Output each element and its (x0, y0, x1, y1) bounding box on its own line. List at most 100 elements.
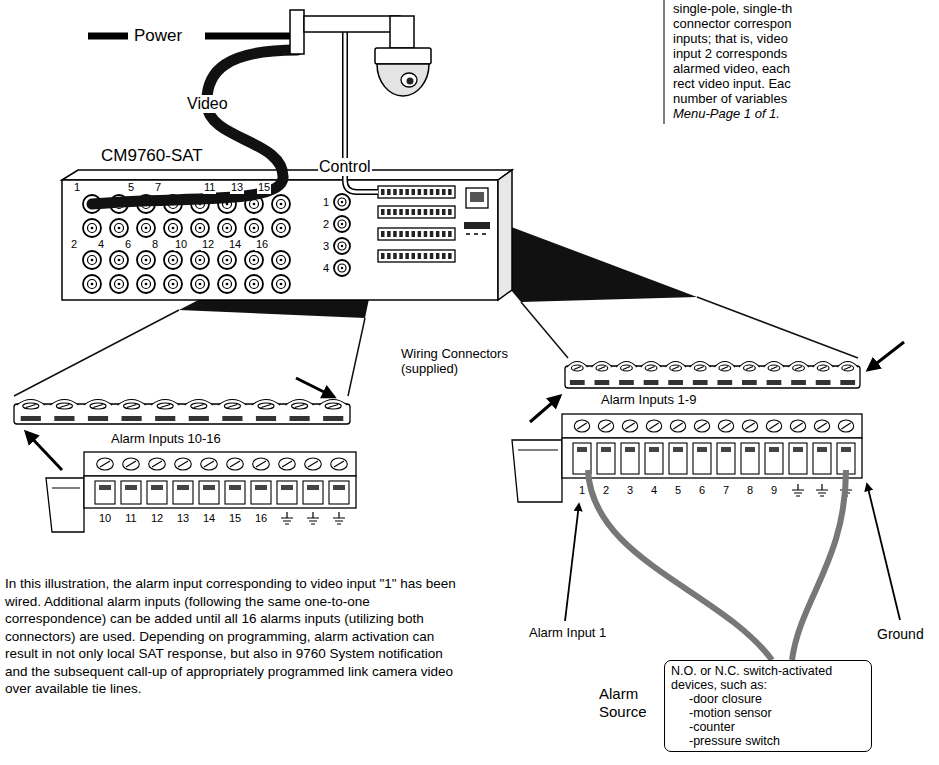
bnc-connector (145, 227, 148, 230)
terminal-screw (793, 365, 805, 371)
terminal-slot (573, 443, 591, 474)
bnc-connector (223, 224, 232, 233)
terminal-screw (258, 403, 274, 409)
terminal-strip (430, 253, 434, 259)
bnc-connector (226, 227, 229, 230)
connector-label: Alarm Inputs 10-16 (110, 432, 222, 447)
terminal-screw (224, 403, 240, 409)
terminal-slot (721, 447, 731, 452)
terminal-slot (841, 447, 851, 452)
terminal-slot (177, 485, 189, 490)
terminal-strip (393, 231, 397, 237)
ground-symbol (816, 484, 828, 496)
bnc-connector (110, 275, 128, 293)
terminal-screw (194, 405, 204, 408)
terminal-screw (256, 461, 266, 467)
plug-opening (644, 380, 659, 385)
device-box: Alarm SourceN.O. or N.C. switch-activate… (664, 660, 872, 752)
input-number: 2 (70, 238, 78, 251)
terminal-slot (199, 481, 219, 504)
plug-opening (816, 380, 831, 385)
receptacle-top (84, 452, 356, 476)
data-jack (470, 192, 484, 202)
bnc-connector (226, 259, 229, 262)
callout-label: Alarm Input 1 (528, 626, 607, 641)
terminal-strip (424, 209, 428, 215)
terminal-screw (817, 365, 829, 371)
terminal-screw (769, 423, 778, 429)
terminal-screw (93, 405, 103, 408)
terminal-strip (412, 253, 416, 259)
bnc-connector (253, 259, 256, 262)
terminal-screw (26, 405, 36, 408)
terminal-screw (622, 420, 637, 432)
callout-line (14, 310, 365, 396)
bnc-connector (341, 245, 343, 247)
terminal-screw (305, 458, 322, 470)
plug-opening (570, 380, 585, 385)
terminal-number: 12 (150, 512, 164, 525)
input-number: 15 (257, 181, 271, 194)
terminal-screw (718, 420, 733, 432)
bnc-connector (338, 220, 346, 228)
input-number: 11 (203, 181, 216, 194)
terminal-strip (424, 231, 428, 237)
bnc-connector (172, 227, 175, 230)
mount-arm (304, 16, 400, 32)
bnc-connector (172, 259, 175, 262)
terminal-slot (621, 443, 639, 474)
terminal-strip (436, 209, 440, 215)
terminal-number: 16 (254, 512, 268, 525)
terminal-slot (793, 447, 803, 452)
terminal-strip (442, 209, 446, 215)
ground-symbol (792, 484, 804, 496)
plug-opening (290, 416, 310, 421)
bnc-connector (280, 227, 283, 230)
alarm-wire (588, 470, 772, 660)
receptacle-front (562, 438, 862, 478)
receptacle-flange (52, 488, 80, 489)
bnc-connector (83, 275, 101, 293)
terminal-screw (746, 367, 753, 370)
bnc-connector (334, 260, 350, 276)
terminal-screw (596, 365, 608, 371)
bnc-connector (334, 216, 350, 232)
terminal-screw (625, 423, 634, 429)
terminal-screw (673, 423, 682, 429)
box-heading: Alarm Source (599, 685, 657, 721)
plug-opening (595, 380, 610, 385)
terminal-screw (571, 365, 583, 371)
input-number: 7 (154, 181, 162, 194)
bnc-connector (145, 283, 148, 286)
terminal-screw (282, 461, 292, 467)
terminal-screw (670, 420, 685, 432)
terminal-screw (770, 367, 777, 370)
plug-opening (256, 416, 276, 421)
terminal-screw (838, 420, 853, 432)
bnc-connector (226, 283, 229, 286)
bnc-connector (253, 227, 256, 230)
bnc-connector (196, 256, 205, 265)
terminal-number: 6 (698, 484, 706, 497)
terminal-screw (742, 420, 757, 432)
terminal-screw (719, 365, 731, 371)
terminal-strip (387, 253, 391, 259)
terminal-strip (430, 209, 434, 215)
insert-arrow (296, 378, 334, 397)
bnc-connector (341, 267, 343, 269)
leader-arrow (565, 504, 579, 621)
plug-opening (222, 416, 242, 421)
terminal-strip (418, 209, 422, 215)
receptacle-flange (512, 440, 562, 502)
terminal-number: 11 (124, 512, 137, 525)
bnc-connector (91, 259, 94, 262)
terminal-slot (151, 485, 163, 490)
terminal-screw (672, 367, 679, 370)
plug-body (565, 366, 860, 388)
bnc-connector (245, 219, 263, 237)
output-number: 4 (322, 262, 330, 275)
bnc-connector (334, 238, 350, 254)
terminal-screw (157, 403, 173, 409)
terminal-screw (574, 420, 589, 432)
